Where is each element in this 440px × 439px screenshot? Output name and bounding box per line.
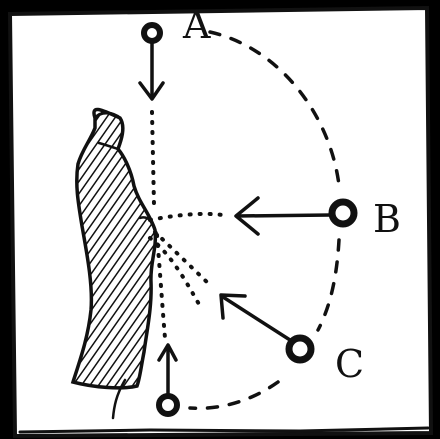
- label-b: B: [373, 197, 401, 241]
- label-c: C: [335, 342, 364, 386]
- paper-sheet: [10, 8, 431, 436]
- label-a: A: [182, 3, 211, 47]
